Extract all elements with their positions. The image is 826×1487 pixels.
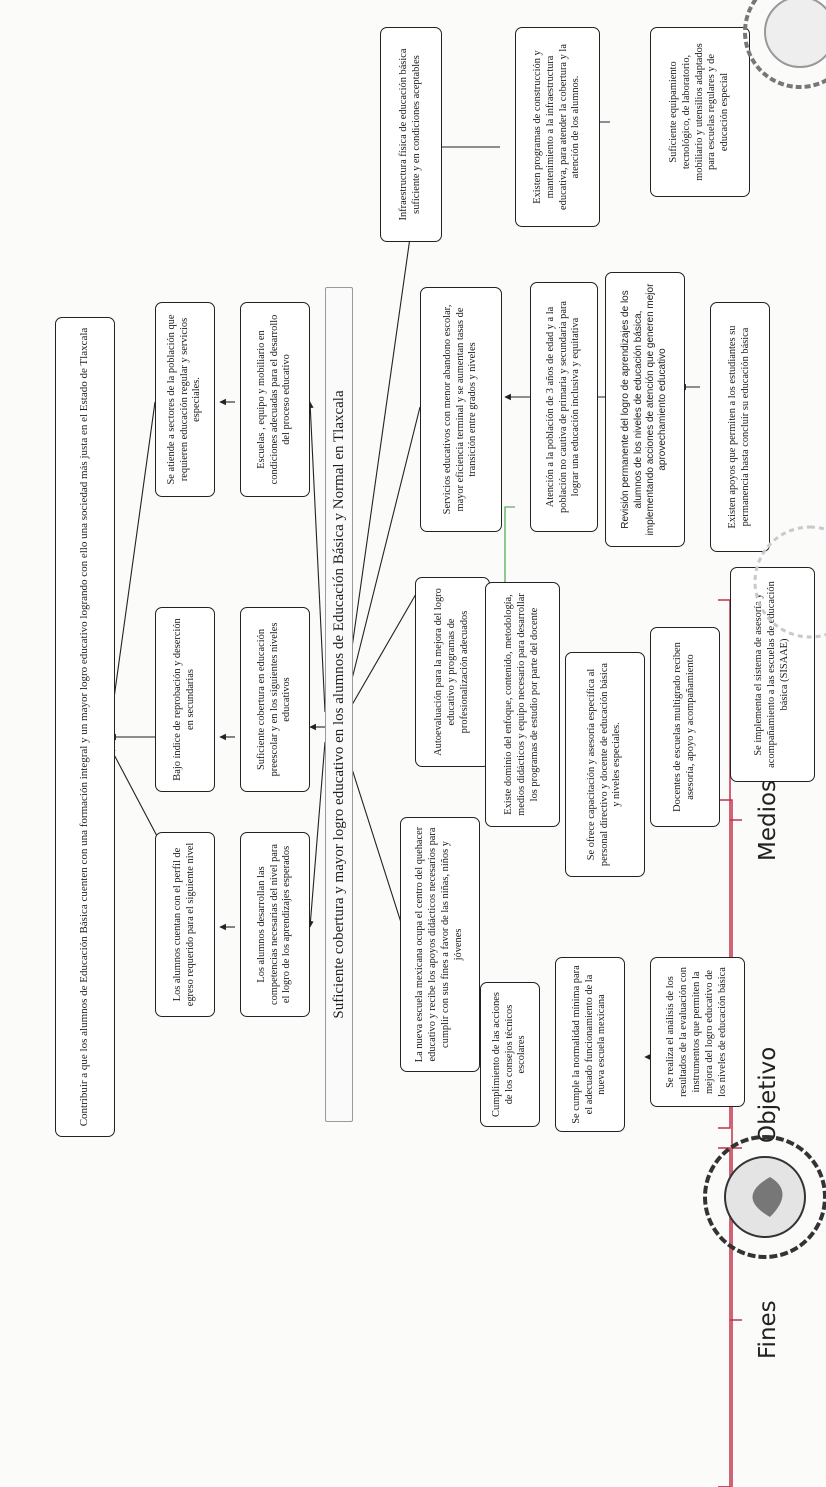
medio-box-4: Infraestructura física de educación bási… [380,27,442,242]
medio-box-2: Autoevaluación para la mejora del logro … [415,577,490,767]
official-seal-bottom [703,1135,826,1259]
medio-box-9: Se cumple la normalidad mínima para el a… [555,957,625,1132]
medio-box-7: Atención a la población de 3 años de eda… [530,282,598,532]
goal-box: Contribuir a que los alumnos de Educació… [55,317,115,1137]
medio-box-11: Revisión permanente del logro de aprendi… [605,272,685,547]
fin-box-6: Escuelas , equipo y mobiliario en condic… [240,302,310,497]
medio-box-8: Existen programas de construcción y mant… [515,27,600,227]
medio-box-16: Existen apoyos que permiten a los estudi… [710,302,770,552]
medio-box-13: Se realiza el análisis de los resultados… [650,957,745,1107]
faded-seal-middle [753,525,826,639]
medio-box-3: Servicios educativos con menor abandono … [420,287,502,532]
fin-box-5: Suficiente cobertura en educación preesc… [240,607,310,792]
fin-box-2: Bajo índice de reprobación y deserción e… [155,607,215,792]
fin-box-3: Se atiende a sectores de la población qu… [155,302,215,497]
medio-box-10: Se ofrece capacitación y asesoría especí… [565,652,645,877]
official-seal-top [743,0,826,89]
medio-box-1: La nueva escuela mexicana ocupa el centr… [400,817,480,1072]
fin-box-1: Los alumnos cuentan con el perfil de egr… [155,832,215,1017]
medio-box-6: Existe dominio del enfoque, contenido, m… [485,582,560,827]
medio-box-14: Docentes de escuelas multigrado reciben … [650,627,720,827]
fin-box-4: Los alumnos desarrollan las competencias… [240,832,310,1017]
medio-box-5: Cumplimiento de las acciones de los cons… [480,982,540,1127]
objective-box: Suficiente cobertura y mayor logro educa… [325,287,353,1122]
